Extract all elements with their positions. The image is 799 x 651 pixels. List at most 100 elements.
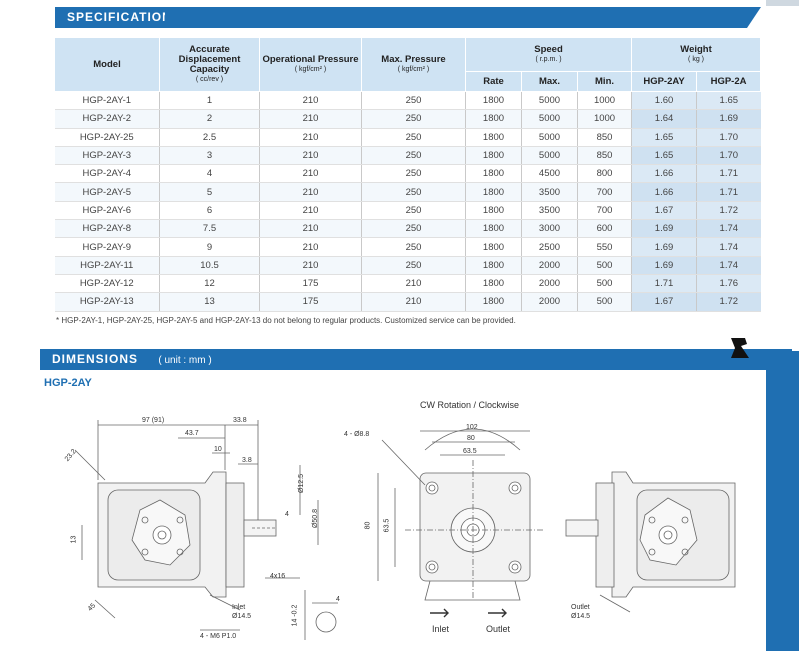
table-cell: 500 — [576, 274, 632, 294]
table-cell: 210 — [259, 128, 362, 147]
table-cell: HGP-2AY-6 — [54, 201, 160, 221]
table-cell: 2000 — [521, 292, 578, 312]
table-cell: 1.71 — [631, 274, 697, 294]
table-cell: 210 — [259, 146, 362, 166]
dim-dia-12-5: Ø12.5 — [298, 473, 306, 494]
table-cell: 1800 — [465, 109, 522, 129]
th-model: Model — [54, 37, 160, 92]
table-cell: HGP-2AY-13 — [54, 292, 160, 312]
table-cell: 600 — [576, 219, 632, 239]
table-cell: 1800 — [465, 256, 522, 275]
table-cell: 1.65 — [696, 91, 761, 111]
table-cell: 13 — [159, 292, 260, 312]
table-cell: 1800 — [465, 292, 522, 312]
table-cell: 850 — [576, 146, 632, 166]
table-cell: 4500 — [521, 164, 578, 184]
dim-80: 80 — [467, 435, 475, 442]
right-accent-strip — [766, 351, 799, 651]
table-cell: 1800 — [465, 128, 522, 147]
table-cell: 250 — [361, 109, 466, 129]
table-cell: 250 — [361, 237, 466, 257]
dim-14: 14 -0.2 — [291, 604, 299, 627]
table-cell: HGP-2AY-5 — [54, 182, 160, 202]
table-cell: 12 — [159, 274, 260, 294]
table-cell: 5000 — [521, 91, 578, 111]
dimensions-bar: DIMENSIONS ( unit : mm ) — [40, 349, 792, 370]
rotation-label: CW Rotation / Clockwise — [420, 400, 520, 410]
table-cell: 210 — [361, 292, 466, 312]
table-cell: 1800 — [465, 237, 522, 257]
device-icon — [731, 338, 749, 358]
table-cell: HGP-2AY-4 — [54, 164, 160, 184]
dim-m6: 4 - M6 P1.0 — [200, 633, 237, 640]
table-cell: 2.5 — [159, 128, 260, 147]
table-cell: 250 — [361, 91, 466, 111]
table-cell: 250 — [361, 256, 466, 275]
table-cell: 1.70 — [696, 128, 761, 147]
table-cell: 2000 — [521, 274, 578, 294]
dim-4-key: 4 — [336, 596, 340, 603]
table-cell: HGP-2AY-2 — [54, 109, 160, 129]
table-cell: 1000 — [576, 109, 632, 129]
table-cell: 210 — [259, 91, 362, 111]
table-cell: 6 — [159, 201, 260, 221]
table-cell: 7.5 — [159, 219, 260, 239]
dim-63-5: 63.5 — [463, 448, 477, 455]
table-cell: 1.69 — [631, 219, 697, 239]
table-cell: 1.69 — [631, 237, 697, 257]
table-cell: 1.60 — [631, 91, 697, 111]
left-inlet-label: Inlet — [232, 604, 246, 611]
table-cell: 800 — [576, 164, 632, 184]
table-cell: 1.76 — [696, 274, 761, 294]
inlet-label: Inlet — [432, 624, 450, 634]
table-cell: 3 — [159, 146, 260, 166]
dimensions-title: DIMENSIONS — [52, 352, 139, 366]
table-cell: 1800 — [465, 274, 522, 294]
table-cell: 1.74 — [696, 237, 761, 257]
table-cell: 1.72 — [696, 201, 761, 221]
dim-33-8: 33.8 — [233, 417, 247, 424]
table-cell: 9 — [159, 237, 260, 257]
top-right-decor — [766, 0, 799, 6]
table-cell: 250 — [361, 146, 466, 166]
dim-43-7: 43.7 — [185, 430, 199, 437]
table-cell: 1.69 — [631, 256, 697, 275]
table-cell: 1800 — [465, 182, 522, 202]
table-cell: 1.65 — [631, 146, 697, 166]
dim-v63-5: 63.5 — [383, 518, 391, 533]
table-cell: 210 — [259, 164, 362, 184]
table-cell: 210 — [259, 256, 362, 275]
th-rate: Rate — [465, 71, 522, 92]
table-cell: 250 — [361, 182, 466, 202]
table-cell: 1800 — [465, 219, 522, 239]
th-displacement: Accurate Displacement Capacity( cc/rev ) — [159, 37, 260, 92]
table-cell: 5000 — [521, 146, 578, 166]
table-cell: 210 — [259, 182, 362, 202]
table-cell: 2 — [159, 109, 260, 129]
table-cell: HGP-2AY-3 — [54, 146, 160, 166]
table-cell: 250 — [361, 128, 466, 147]
dim-13: 13 — [70, 535, 78, 544]
table-cell: 850 — [576, 128, 632, 147]
dim-hole: 4 - Ø8.8 — [344, 431, 370, 438]
dim-102: 102 — [466, 424, 478, 431]
dim-97: 97 (91) — [142, 417, 165, 424]
table-cell: 3000 — [521, 219, 578, 239]
table-cell: HGP-2AY-9 — [54, 237, 160, 257]
table-cell: 700 — [576, 182, 632, 202]
table-cell: 10.5 — [159, 256, 260, 275]
table-cell: 5000 — [521, 109, 578, 129]
table-cell: 210 — [259, 219, 362, 239]
dim-4x16: 4x16 — [270, 573, 286, 580]
table-cell: HGP-2AY-25 — [54, 128, 160, 147]
